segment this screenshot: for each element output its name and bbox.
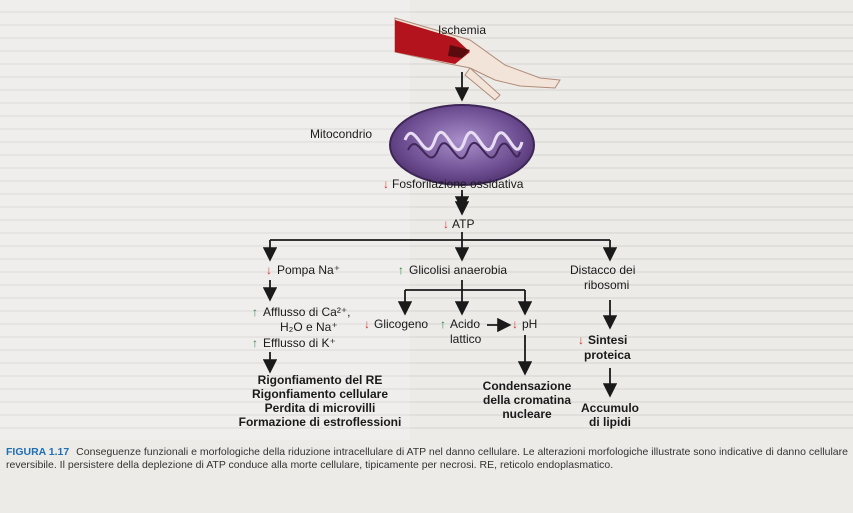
acid-label-line1: Acido (450, 317, 480, 331)
figure-caption: FIGURA 1.17 Conseguenze funzionali e mor… (6, 446, 851, 472)
figure-number: FIGURA 1.17 (6, 446, 70, 458)
left-text-column-shadow (0, 0, 410, 440)
acid-up-arrow: ↑ (440, 317, 446, 331)
caption-text: Conseguenze funzionali e morfologiche de… (6, 446, 848, 471)
blood-vessel-illustration (394, 17, 561, 101)
oxphos-down-arrow: ↓ (383, 177, 389, 191)
synth-label-line1: Sintesi (588, 333, 627, 347)
chromatin-line2: della cromatina (483, 393, 571, 407)
chromatin-line3: nucleare (502, 407, 552, 421)
outcome-er-swelling: Rigonfiamento del RE (258, 373, 383, 387)
outcome-microvilli-loss: Perdita di microvilli (265, 401, 376, 415)
ph-down-arrow: ↓ (512, 317, 518, 331)
atp-label: ATP (452, 217, 474, 231)
left-outcomes: Rigonfiamento del RE Rigonfiamento cellu… (239, 373, 402, 429)
ischemia-label: Ischemia (438, 23, 486, 37)
pump-down-arrow: ↓ (266, 263, 272, 277)
synth-down-arrow: ↓ (578, 333, 584, 347)
flow-arrows (262, 72, 618, 398)
ph-label: pH (522, 317, 537, 331)
ca-up-arrow: ↑ (252, 305, 258, 319)
atp-down-arrow: ↓ (443, 217, 449, 231)
synth-label-line2: proteica (584, 348, 631, 362)
chromatin-line1: Condensazione (483, 379, 572, 393)
k-efflux-label: Efflusso di K⁺ (263, 336, 336, 350)
glycolysis-up-arrow: ↑ (398, 263, 404, 277)
pump-label: Pompa Na⁺ (277, 263, 340, 277)
glycogen-down-arrow: ↓ (364, 317, 370, 331)
mitochondrion-label: Mitocondrio (310, 127, 372, 141)
oxphos-label: Fosforilazione ossidativa (392, 177, 524, 191)
k-up-arrow: ↑ (252, 336, 258, 350)
lipid-line1: Accumulo (581, 401, 639, 415)
atp-depletion-diagram: Ischemia Mitocondrio ↓ Fosforilazione os… (239, 17, 639, 429)
outcome-blebs: Formazione di estroflessioni (239, 415, 402, 429)
glycogen-label: Glicogeno (374, 317, 428, 331)
outcome-cell-swelling: Rigonfiamento cellulare (252, 387, 388, 401)
background-page-texture (0, 0, 853, 440)
ribosome-label-line2: ribosomi (584, 278, 629, 292)
glycolysis-label: Glicolisi anaerobia (409, 263, 507, 277)
mitochondrion-illustration (389, 104, 535, 186)
acid-label-line2: lattico (450, 332, 482, 346)
ribosome-label-line1: Distacco dei (570, 263, 635, 277)
lipid-line2: di lipidi (589, 415, 631, 429)
ca-influx-line2: H₂O e Na⁺ (280, 320, 338, 334)
ca-influx-line1: Afflusso di Ca²⁺, (263, 305, 350, 319)
